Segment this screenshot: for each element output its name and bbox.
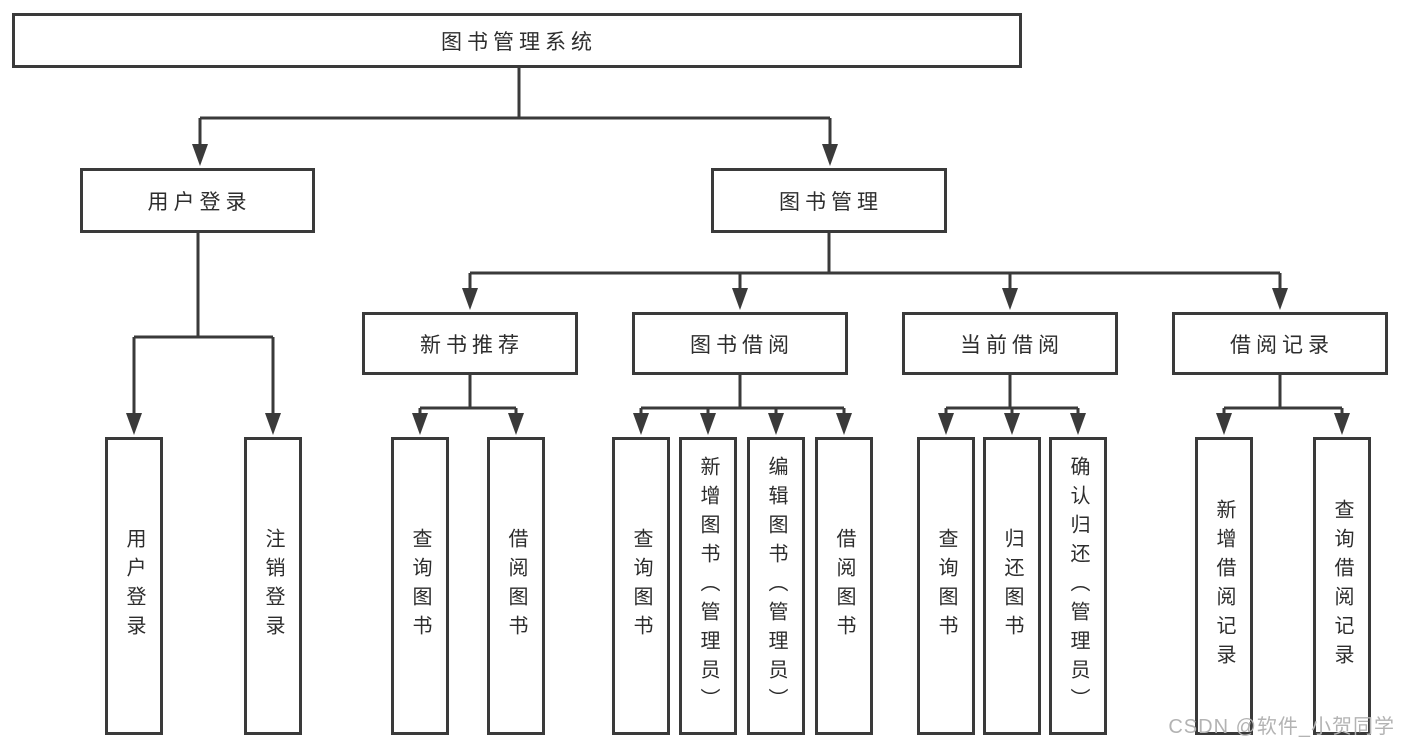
arrow-down-icon xyxy=(1002,288,1018,310)
node-user-login: 用户登录 xyxy=(80,168,315,233)
arrow-down-icon xyxy=(1070,413,1086,435)
arrow-down-icon xyxy=(1272,288,1288,310)
arrow-down-icon xyxy=(633,413,649,435)
node-label: 新增图书（管理员） xyxy=(697,455,719,717)
node-new-book-recommend: 新书推荐 xyxy=(362,312,578,375)
node-label: 借阅记录 xyxy=(1230,333,1334,357)
node-label: 借阅图书 xyxy=(833,528,855,644)
leaf-query-borrow-record: 查询借阅记录 xyxy=(1313,437,1371,735)
arrow-down-icon xyxy=(732,288,748,310)
leaf-borrow-books: 借阅图书 xyxy=(487,437,545,735)
arrow-down-icon xyxy=(822,144,838,166)
arrow-down-icon xyxy=(836,413,852,435)
arrow-down-icon xyxy=(938,413,954,435)
arrow-down-icon xyxy=(1216,413,1232,435)
node-label: 查询图书 xyxy=(409,528,431,644)
leaf-user-login: 用户登录 xyxy=(105,437,163,735)
node-label: 新增借阅记录 xyxy=(1213,499,1235,673)
arrow-down-icon xyxy=(1334,413,1350,435)
leaf-edit-books-admin: 编辑图书（管理员） xyxy=(747,437,805,735)
node-label: 图书管理系统 xyxy=(441,30,597,54)
leaf-add-books-admin: 新增图书（管理员） xyxy=(679,437,737,735)
arrow-down-icon xyxy=(265,413,281,435)
node-label: 查询图书 xyxy=(935,528,957,644)
csdn-watermark: CSDN @软件_小贺同学 xyxy=(1168,716,1395,738)
leaf-return-books: 归还图书 xyxy=(983,437,1041,735)
leaf-query-books: 查询图书 xyxy=(612,437,670,735)
node-label: 图书管理 xyxy=(779,190,883,214)
node-label: 借阅图书 xyxy=(505,528,527,644)
node-label: 查询图书 xyxy=(630,528,652,644)
arrow-down-icon xyxy=(1004,413,1020,435)
node-current-borrowing: 当前借阅 xyxy=(902,312,1118,375)
arrow-down-icon xyxy=(126,413,142,435)
node-label: 用户登录 xyxy=(147,190,252,214)
arrowheads xyxy=(126,144,1350,435)
arrow-down-icon xyxy=(192,144,208,166)
node-borrowing-records: 借阅记录 xyxy=(1172,312,1388,375)
node-label: 注销登录 xyxy=(262,528,284,644)
arrow-down-icon xyxy=(412,413,428,435)
node-label: 新书推荐 xyxy=(420,333,524,357)
arrow-down-icon xyxy=(508,413,524,435)
leaf-add-borrow-record: 新增借阅记录 xyxy=(1195,437,1253,735)
leaf-query-books: 查询图书 xyxy=(391,437,449,735)
node-book-management: 图书管理 xyxy=(711,168,947,233)
arrow-down-icon xyxy=(462,288,478,310)
leaf-query-books: 查询图书 xyxy=(917,437,975,735)
leaf-borrow-books: 借阅图书 xyxy=(815,437,873,735)
node-label: 图书借阅 xyxy=(690,333,794,357)
node-label: 当前借阅 xyxy=(960,333,1064,357)
leaf-logout: 注销登录 xyxy=(244,437,302,735)
node-label: 查询借阅记录 xyxy=(1331,499,1353,673)
leaf-confirm-return-admin: 确认归还（管理员） xyxy=(1049,437,1107,735)
node-label: 编辑图书（管理员） xyxy=(765,455,787,717)
node-label: 确认归还（管理员） xyxy=(1067,455,1089,717)
node-label: 归还图书 xyxy=(1001,528,1023,644)
node-root-library-system: 图书管理系统 xyxy=(12,13,1022,68)
node-book-borrowing: 图书借阅 xyxy=(632,312,848,375)
node-label: 用户登录 xyxy=(123,528,145,644)
arrow-down-icon xyxy=(768,413,784,435)
arrow-down-icon xyxy=(700,413,716,435)
